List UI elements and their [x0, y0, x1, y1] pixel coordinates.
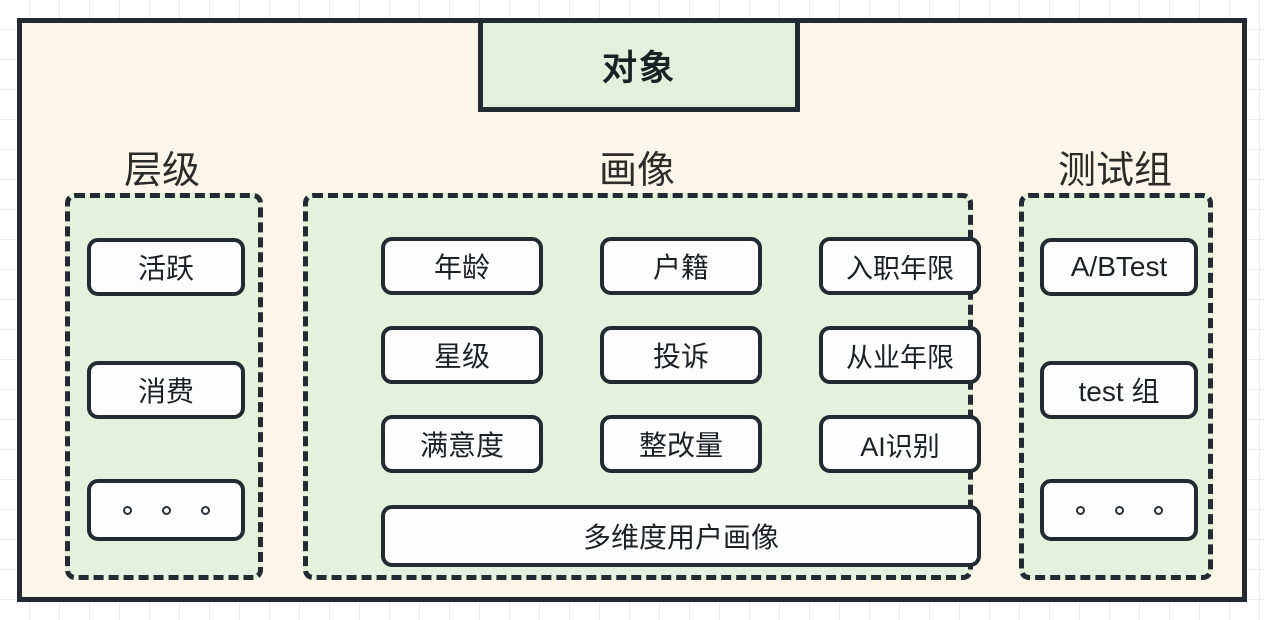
card-star-rating[interactable]: 星级 [381, 326, 543, 384]
group-hierarchy: 活跃 消费 [65, 193, 263, 580]
card-rectification-volume[interactable]: 整改量 [600, 415, 762, 473]
card-residence[interactable]: 户籍 [600, 237, 762, 295]
column-label-profile: 画像 [598, 150, 676, 192]
ellipsis-icon [1044, 505, 1194, 515]
card-ai-recognition[interactable]: AI识别 [819, 415, 981, 473]
card-ab-test[interactable]: A/BTest [1040, 238, 1198, 296]
card-multidimensional-user-profile[interactable]: 多维度用户画像 [381, 505, 981, 567]
column-label-hierarchy: 层级 [123, 150, 201, 192]
group-profile: 年龄 户籍 入职年限 星级 投诉 从业年限 满意度 整改量 AI识别 多维度用户… [303, 193, 981, 580]
card-satisfaction[interactable]: 满意度 [381, 415, 543, 473]
card-more-test[interactable] [1040, 479, 1198, 541]
card-active[interactable]: 活跃 [87, 238, 245, 296]
card-tenure-years[interactable]: 入职年限 [819, 237, 981, 295]
column-label-test-group: 测试组 [1057, 150, 1173, 192]
card-test-group[interactable]: test 组 [1040, 361, 1198, 419]
card-more-hierarchy[interactable] [87, 479, 245, 541]
page-title: 对象 [601, 48, 676, 88]
card-age[interactable]: 年龄 [381, 237, 543, 295]
outer-container: 对象 层级 画像 测试组 活跃 消费 年龄 户籍 入职年限 星级 投诉 从业年限… [17, 18, 1247, 602]
group-test: A/BTest test 组 [1019, 193, 1213, 580]
diagram-title-box: 对象 [478, 18, 800, 112]
card-complaint[interactable]: 投诉 [600, 326, 762, 384]
card-consumption[interactable]: 消费 [87, 361, 245, 419]
ellipsis-icon [91, 505, 241, 515]
card-industry-years[interactable]: 从业年限 [819, 326, 981, 384]
